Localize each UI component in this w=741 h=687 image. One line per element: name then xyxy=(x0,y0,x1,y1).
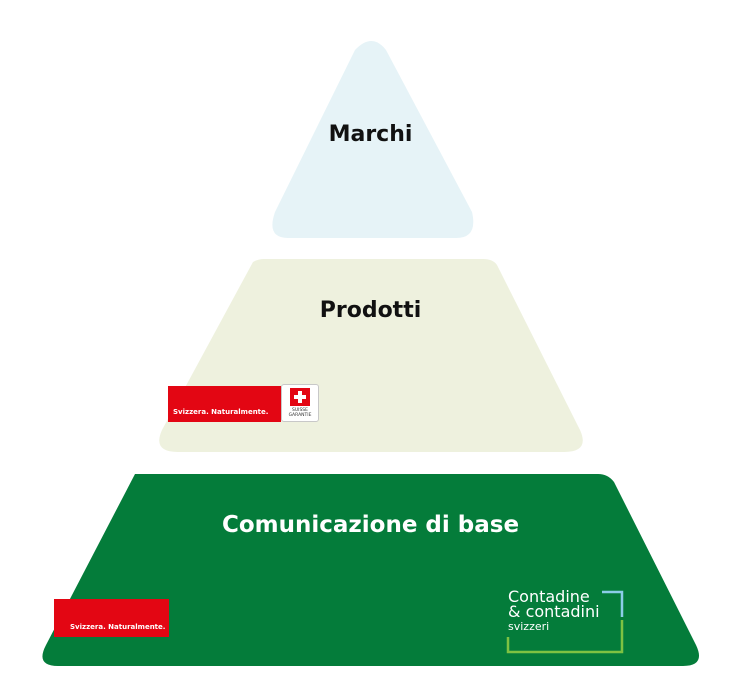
logo-blue-bracket xyxy=(602,590,624,617)
band-text: Svizzera. Naturalmente. xyxy=(70,623,166,631)
tier-comunicazione-shape xyxy=(42,474,700,666)
tier-label-prodotti: Prodotti xyxy=(319,298,422,323)
logo-line1: Contadine xyxy=(508,587,590,606)
logo-line2: & contadini xyxy=(508,602,600,621)
swiss-cross-icon xyxy=(290,388,310,406)
logo-line3: svizzeri xyxy=(508,620,550,633)
svizzera-naturalmente-band-middle: Svizzera. Naturalmente. xyxy=(168,386,281,422)
tier-label-comunicazione: Comunicazione di base xyxy=(221,512,520,538)
badge-line2: GARANTIE xyxy=(288,413,312,418)
suisse-garantie-badge: SUISSE GARANTIE xyxy=(281,384,319,422)
tier-label-marchi: Marchi xyxy=(328,122,413,147)
contadine-contadini-logo: Contadine & contadini svizzeri xyxy=(505,587,627,653)
tier-prodotti-shape xyxy=(159,259,583,452)
logo-green-bracket xyxy=(506,620,624,654)
band-text: Svizzera. Naturalmente. xyxy=(173,408,269,416)
tier-marchi-shape xyxy=(272,41,474,238)
badge-text: SUISSE GARANTIE xyxy=(282,408,318,418)
badge-line1: SUISSE xyxy=(291,408,309,413)
svizzera-naturalmente-band-bottom: Svizzera. Naturalmente. xyxy=(54,599,169,637)
